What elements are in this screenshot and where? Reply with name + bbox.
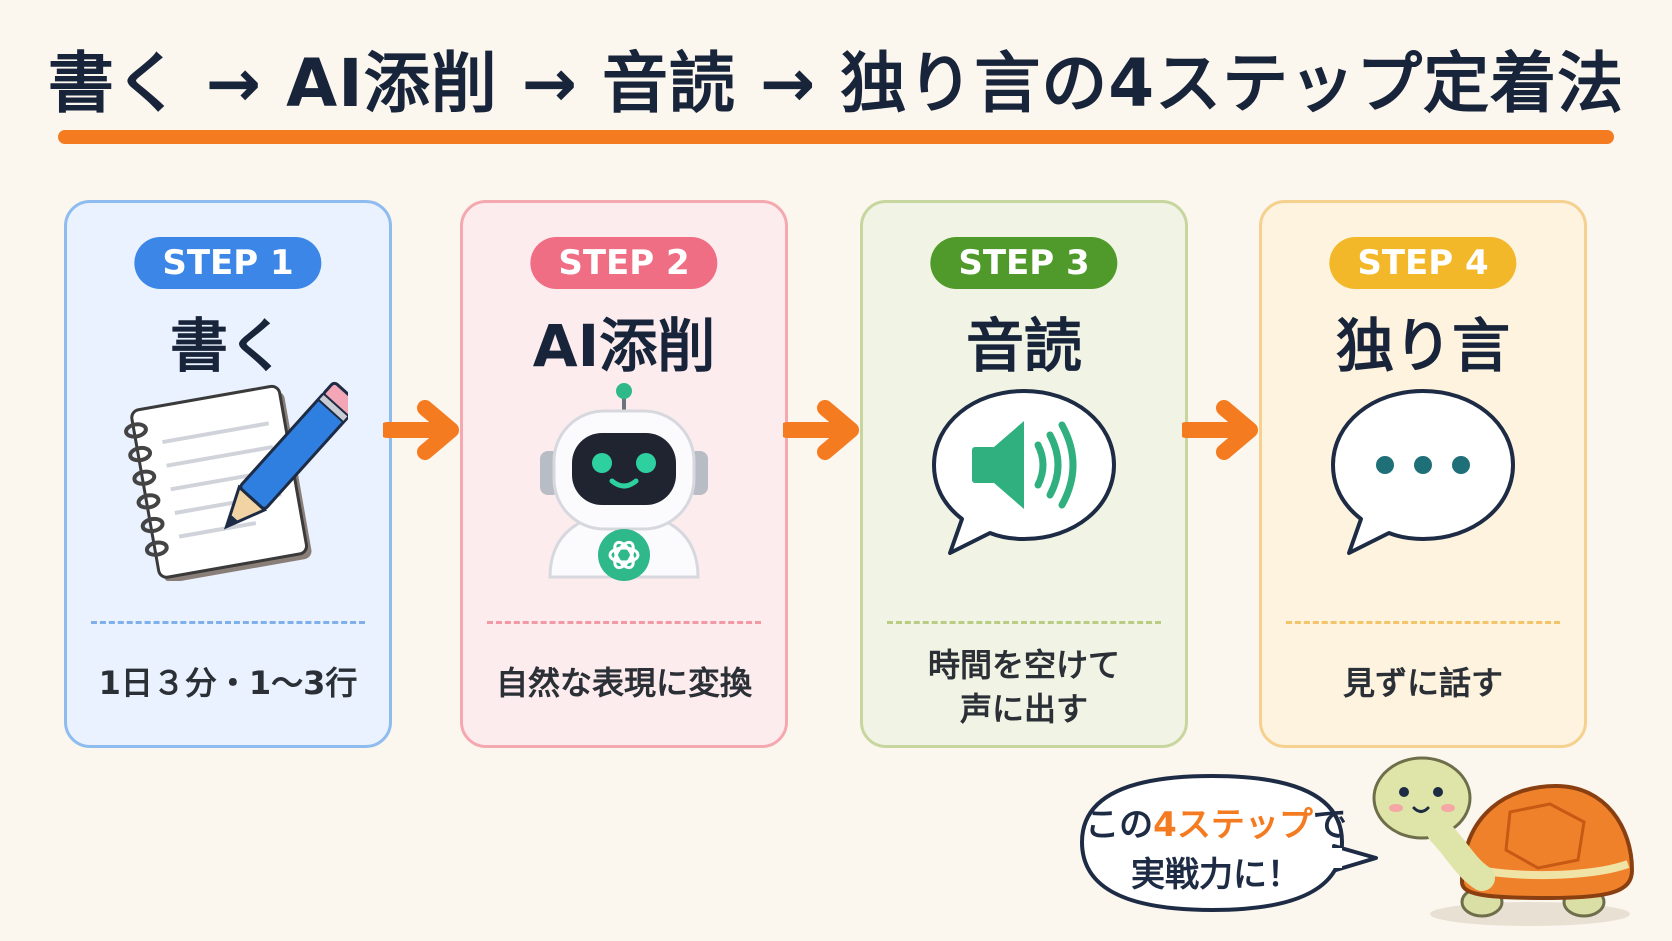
step-badge: STEP 4	[1329, 237, 1517, 289]
title-underline	[58, 130, 1614, 144]
step-description: 自然な表現に変換	[495, 664, 752, 702]
step-description-line: 時間を空けて	[927, 646, 1120, 684]
step-description: 時間を空けて 声に出す	[863, 643, 1185, 731]
step-description-line: 声に出す	[959, 690, 1088, 728]
speech-line-2: 実戦力に！	[1131, 855, 1301, 895]
step-card-4: STEP 4 独り言 見ずに話す	[1259, 200, 1587, 748]
arrow-right-icon	[1182, 400, 1258, 460]
step-divider	[91, 621, 365, 624]
notebook-pencil-icon	[124, 381, 348, 581]
step-title: 音読	[965, 312, 1082, 380]
step-title: AI添削	[532, 312, 716, 380]
mascot-speech-text: この4ステップで 実戦力に！	[1066, 800, 1366, 900]
page-title: 書く → AI添削 → 音読 → 独り言の4ステップ定着法	[47, 45, 1625, 122]
ellipsis-speech-bubble-icon	[1331, 389, 1515, 555]
speech-prefix: この	[1085, 805, 1154, 845]
turtle-icon	[1372, 756, 1635, 926]
step-badge: STEP 3	[930, 237, 1118, 289]
step-card-3: STEP 3 音読 時間を空けて 声に出す	[860, 200, 1188, 748]
step-description: 1日３分・1〜3行	[98, 664, 358, 702]
speech-line-1: この4ステップで	[1066, 800, 1366, 850]
arrow-right-icon	[783, 400, 859, 460]
speech-suffix: で	[1312, 805, 1347, 845]
step-badge: STEP 2	[530, 237, 718, 289]
step-description: 見ずに話す	[1342, 664, 1503, 702]
speech-accent: 4ステップ	[1153, 805, 1313, 845]
step-divider	[487, 621, 761, 624]
step-divider	[1286, 621, 1560, 624]
arrow-right-icon	[383, 400, 459, 460]
speaker-speech-bubble-icon	[932, 389, 1116, 555]
step-title: 独り言	[1335, 312, 1510, 380]
step-card-2: STEP 2 AI添削 自然な表現に変換	[460, 200, 788, 748]
mascot-speech-bubble	[1079, 773, 1378, 913]
step-title: 書く	[169, 312, 286, 380]
step-divider	[887, 621, 1161, 624]
step-card-1: STEP 1 書く	[64, 200, 392, 748]
step-badge: STEP 1	[134, 237, 322, 289]
robot-icon	[540, 383, 708, 581]
